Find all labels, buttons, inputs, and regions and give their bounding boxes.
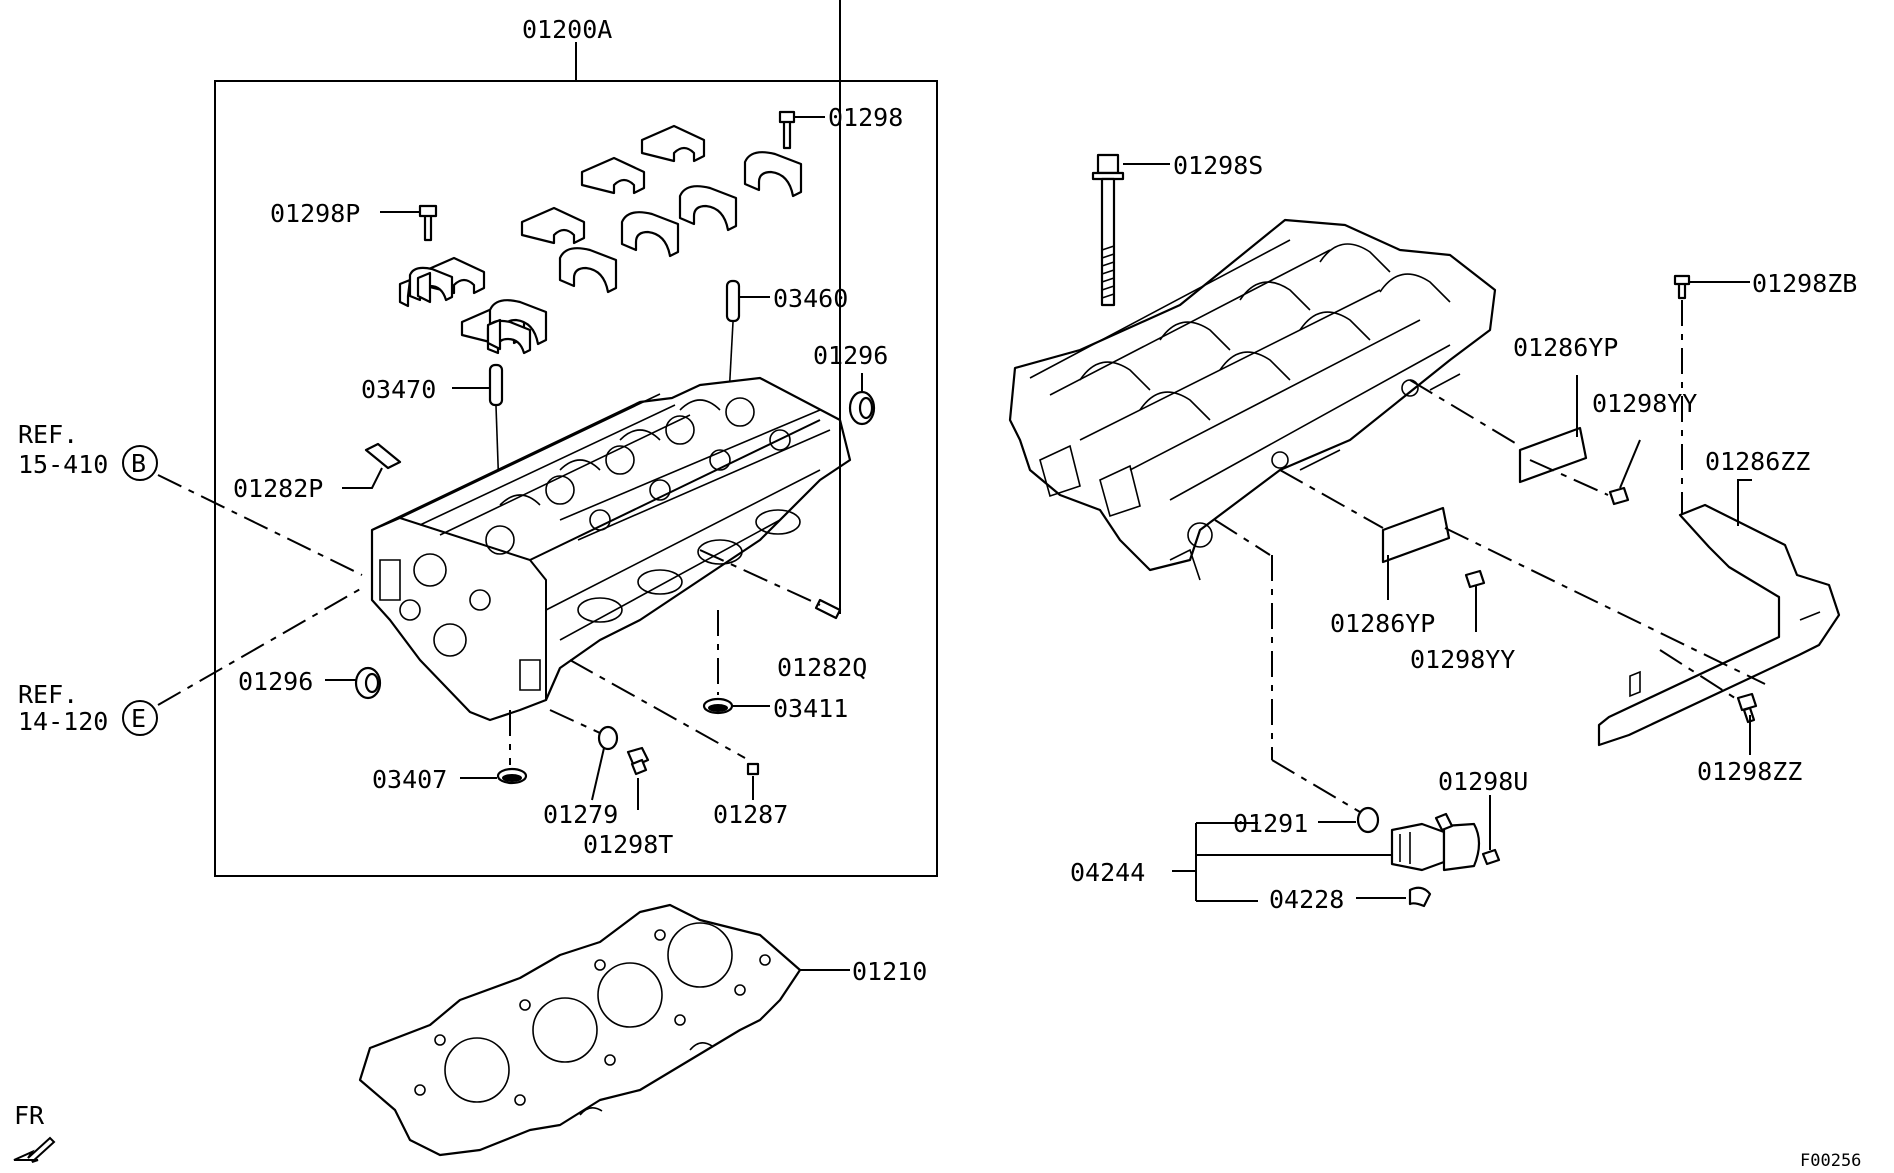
label-01286ZZ[interactable]: 01286ZZ	[1705, 447, 1810, 476]
svg-text:E: E	[131, 704, 146, 733]
label-01296-left[interactable]: 01296	[238, 667, 313, 696]
label-01298U[interactable]: 01298U	[1438, 767, 1528, 796]
label-03470[interactable]: 03470	[361, 375, 436, 404]
svg-text:REF.: REF.	[18, 680, 78, 709]
label-01298T[interactable]: 01298T	[583, 830, 673, 859]
label-01298YY-bottom[interactable]: 01298YY	[1410, 645, 1515, 674]
svg-text:14-120: 14-120	[18, 707, 108, 736]
cylinder-head-underside	[1008, 218, 1497, 581]
bolt-01298T	[626, 746, 650, 776]
label-03460[interactable]: 03460	[773, 284, 848, 313]
bracket-01286ZZ	[1597, 503, 1841, 747]
stud-01282Q	[814, 598, 842, 620]
oring-01291	[1356, 806, 1380, 834]
label-01298P[interactable]: 01298P	[270, 199, 360, 228]
pin-03470	[488, 363, 504, 407]
label-04228[interactable]: 04228	[1269, 885, 1344, 914]
label-01200A[interactable]: 01200A	[522, 15, 612, 44]
label-01287[interactable]: 01287	[713, 800, 788, 829]
bolt-01298	[778, 110, 796, 150]
camshaft-caps	[398, 124, 803, 355]
oil-control-valve	[1390, 812, 1481, 872]
clip-04228	[1408, 886, 1432, 908]
label-01286YP-top[interactable]: 01286YP	[1513, 333, 1618, 362]
bolt-01298U	[1481, 848, 1501, 866]
plug-03407	[496, 767, 528, 785]
bolt-01298YY-top	[1608, 486, 1630, 506]
label-01286YP-bottom[interactable]: 01286YP	[1330, 609, 1435, 638]
label-01298ZZ[interactable]: 01298ZZ	[1697, 757, 1802, 786]
bolt-01298YY-bottom	[1464, 569, 1486, 589]
svg-text:B: B	[131, 449, 146, 478]
label-01298ZB[interactable]: 01298ZB	[1752, 269, 1857, 298]
label-03407[interactable]: 03407	[372, 765, 447, 794]
label-01282Q[interactable]: 01282Q	[777, 653, 867, 682]
label-01282P[interactable]: 01282P	[233, 474, 323, 503]
svg-text:REF.: REF.	[18, 420, 78, 449]
label-01296-top[interactable]: 01296	[813, 341, 888, 370]
bracket-01286YP-top	[1518, 426, 1588, 484]
plug-01287	[746, 762, 760, 776]
label-01298YY-top[interactable]: 01298YY	[1592, 389, 1697, 418]
pin-03460	[725, 279, 741, 323]
bolt-01298ZB	[1673, 274, 1691, 300]
bracket-01286YP-bottom	[1381, 506, 1451, 564]
label-01279[interactable]: 01279	[543, 800, 618, 829]
ref-callout-b[interactable]: REF. 15-410 B	[18, 420, 158, 481]
stud-01282P	[364, 442, 402, 470]
figure-code: F00256	[1800, 1151, 1861, 1171]
head-gasket	[358, 903, 802, 1157]
svg-text:15-410: 15-410	[18, 450, 108, 479]
label-01210[interactable]: 01210	[852, 957, 927, 986]
label-04244[interactable]: 04244	[1070, 858, 1145, 887]
label-03411[interactable]: 03411	[773, 694, 848, 723]
bolt-01298P	[418, 204, 438, 242]
cylinder-head	[370, 376, 852, 722]
front-label: FR	[14, 1101, 45, 1130]
seal-01296-top	[848, 390, 876, 426]
ref-callout-e[interactable]: REF. 14-120 E	[18, 680, 158, 736]
label-01298S[interactable]: 01298S	[1173, 151, 1263, 180]
head-bolt-01298S	[1091, 153, 1125, 307]
oring-01279	[597, 725, 619, 751]
bolt-01298ZZ	[1736, 692, 1758, 724]
plug-03411	[702, 697, 734, 715]
front-arrow: FR	[13, 1101, 56, 1163]
seal-01296-left	[354, 666, 382, 700]
